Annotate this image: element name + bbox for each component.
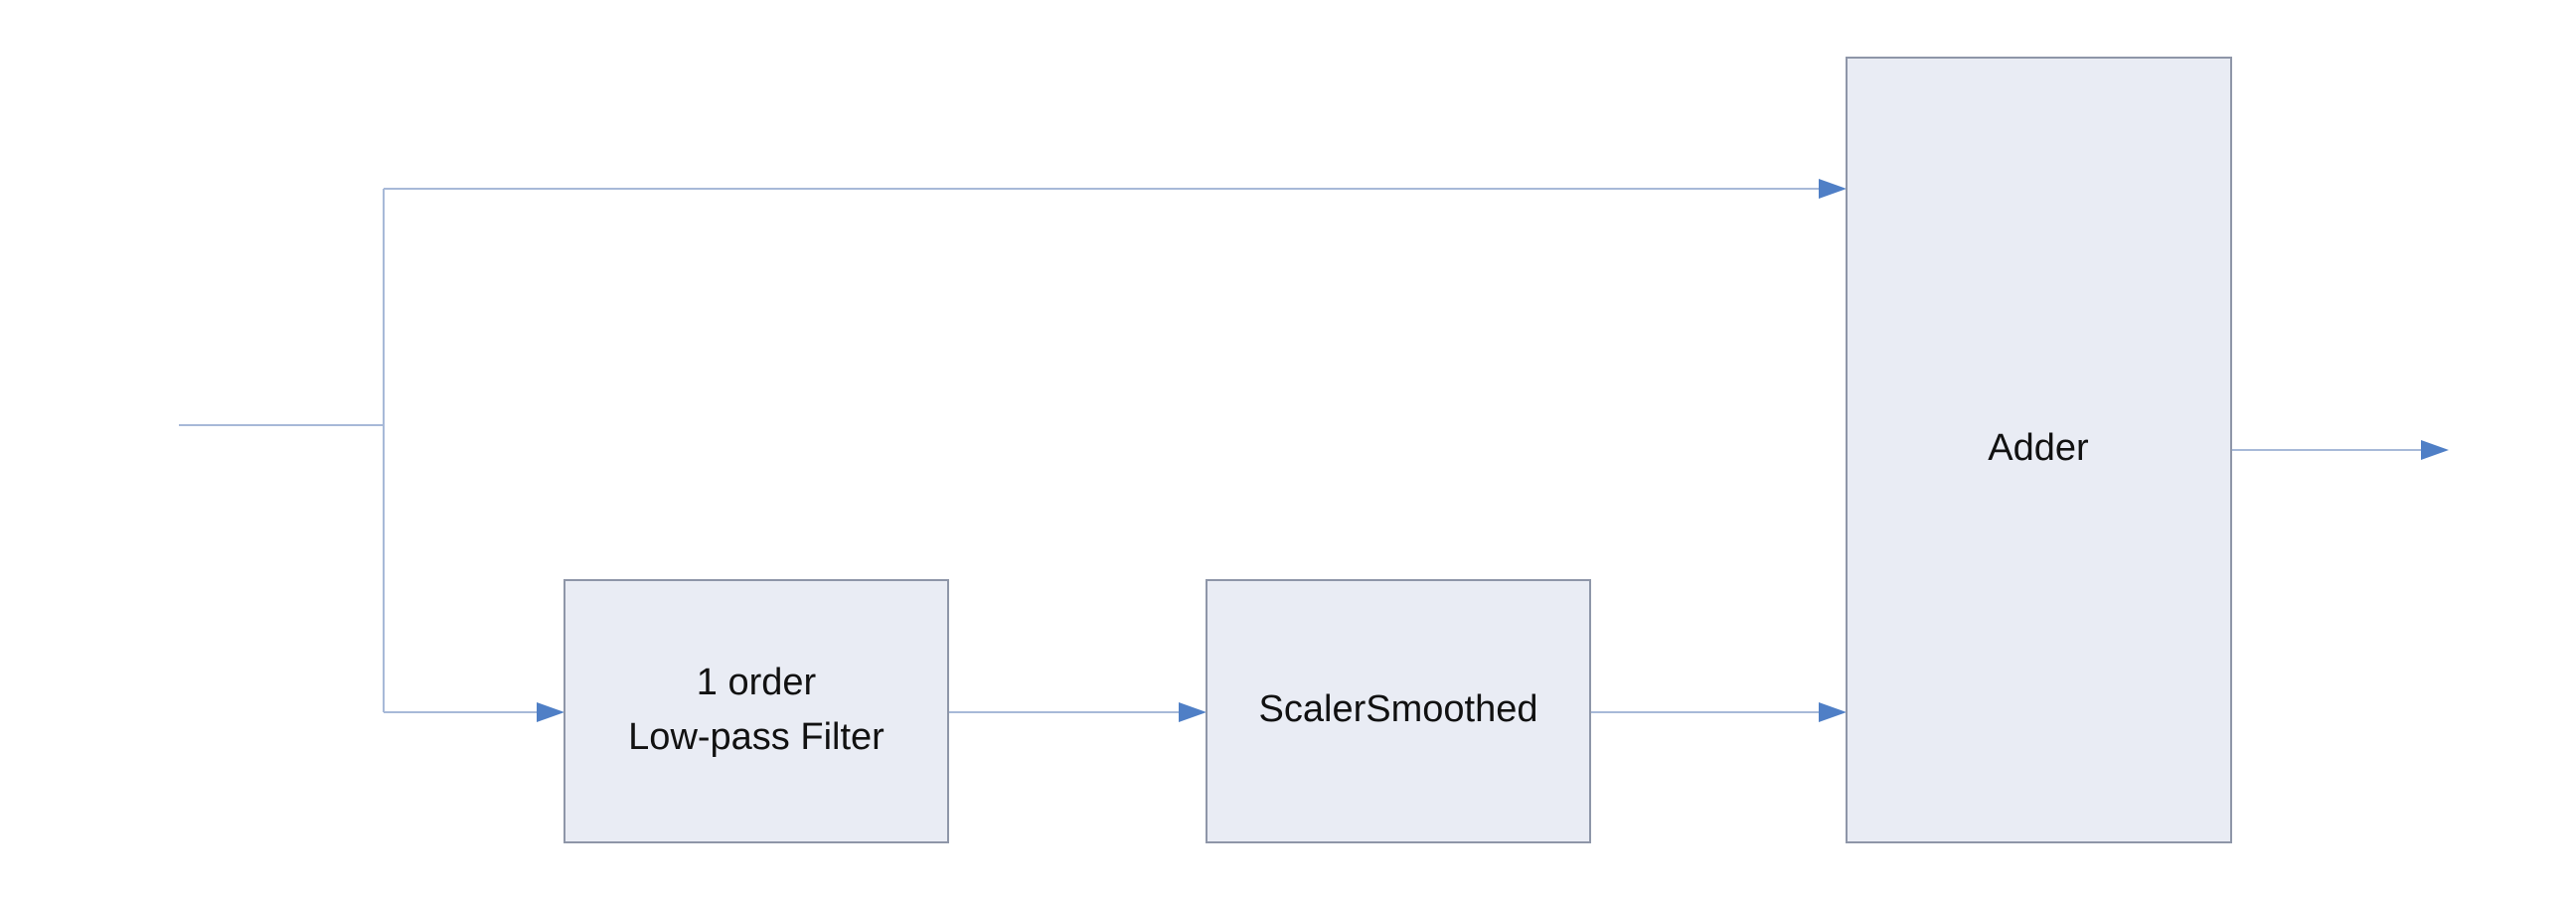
adder-block: Adder bbox=[1846, 57, 2232, 843]
lowpass-filter-label-line1: 1 order bbox=[697, 662, 817, 703]
filter-output-arrow-icon bbox=[1179, 702, 1207, 722]
filter-input-arrow-icon bbox=[537, 702, 564, 722]
lowpass-filter-block: 1 order Low-pass Filter bbox=[564, 579, 949, 843]
scaler-smoothed-block: ScalerSmoothed bbox=[1206, 579, 1591, 843]
bypass-arrow-icon bbox=[1819, 179, 1847, 199]
scaler-smoothed-label: ScalerSmoothed bbox=[1259, 688, 1538, 730]
adder-label: Adder bbox=[1988, 427, 2089, 469]
output-arrow-icon bbox=[2421, 440, 2449, 460]
scaler-output-arrow-icon bbox=[1819, 702, 1847, 722]
lowpass-filter-label-line2: Low-pass Filter bbox=[628, 716, 885, 758]
